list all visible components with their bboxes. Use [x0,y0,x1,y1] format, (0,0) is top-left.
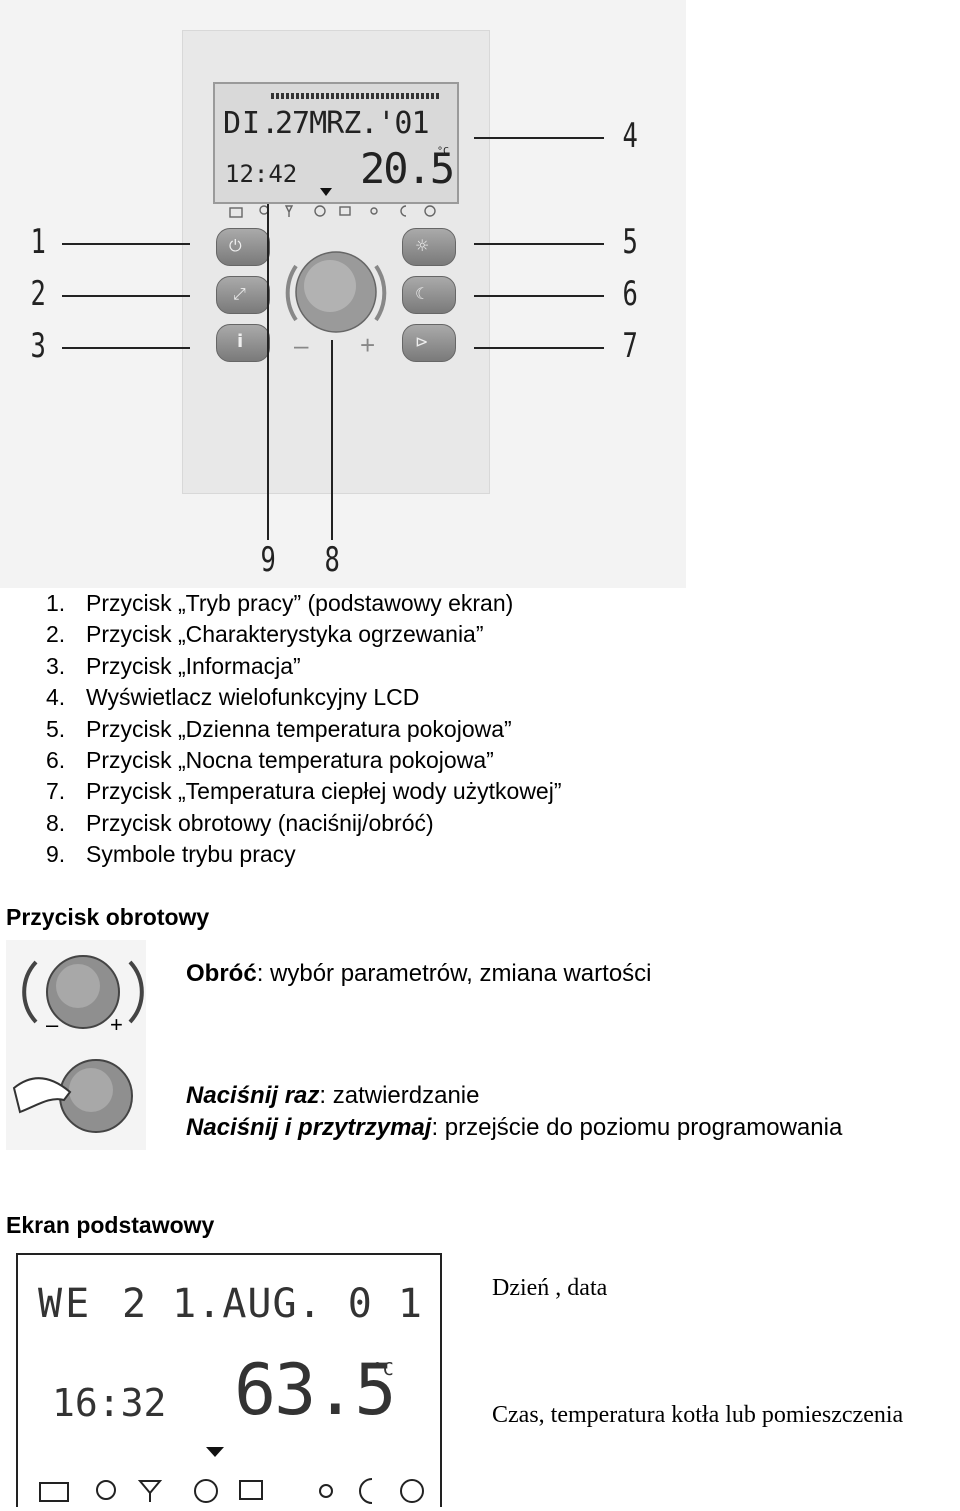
basic-lcd-date: 2 1.AUG. 0 1 [122,1281,423,1327]
lcd-date: 27MRZ.'01 [275,106,430,141]
party-icon [137,1480,163,1502]
rotary-heading: Przycisk obrotowy [6,904,210,930]
callout-7: 7 [622,326,638,366]
mode-button-icon: ⏻ [229,236,242,255]
callout-line-3 [62,347,190,349]
callout-1: 1 [30,222,46,262]
sun-icon [370,207,378,215]
basic-screen-heading: Ekran podstawowy [6,1212,215,1238]
hold-text: : przejście do poziomu programowania [431,1114,843,1141]
briefcase-icon [229,207,243,218]
power-icon [400,1479,424,1503]
basic-screen-lcd: WE 2 1.AUG. 0 1 16:32 63.5 °C [16,1253,442,1507]
hot-water-temp-button[interactable]: ⊳ [402,324,456,362]
callout-line-8 [331,340,333,540]
rotate-label: Obróć [186,960,257,987]
party-icon [284,205,294,217]
callout-line-4 [474,137,604,139]
callout-line-1 [62,243,190,245]
callout-line-9 [267,204,269,540]
hold-description: Naciśnij i przytrzymaj: przejście do poz… [186,1114,842,1142]
basic-lcd-temp: 63.5 [234,1349,397,1431]
callout-5: 5 [622,222,638,262]
briefcase-icon [39,1482,69,1502]
note-time-temp: Czas, temperatura kotła lub pomieszczeni… [492,1402,904,1428]
sun-thermometer-icon: ☼ [415,236,430,255]
press-dial-illustration [6,1040,146,1150]
legend-item: 6.Przycisk „Nocna temperatura pokojowa” [46,746,494,773]
basic-lcd-time: 16:32 [52,1381,167,1425]
moon-thermometer-icon: ☾ [415,284,430,303]
callout-line-5 [474,243,604,245]
rotary-dial[interactable] [278,236,394,346]
mode-button[interactable]: ⏻ [216,228,270,266]
callout-line-6 [474,295,604,297]
callout-line-2 [62,295,190,297]
legend-item: 4.Wyświetlacz wielofunkcyjny LCD [46,684,420,711]
lcd-day: DI. [223,106,281,141]
basic-lcd-pointer [206,1447,224,1457]
callout-4: 4 [622,116,638,156]
legend-item: 8.Przycisk obrotowy (naciśnij/obróć) [46,809,434,836]
device-photo: DI. 27MRZ.'01 12:42 20.5 °C ⏻ ⤢ i ☼ ☾ ⊳ [0,0,686,588]
dial-minus-label: – [294,330,309,360]
moon-icon [359,1478,373,1504]
legend-item: 3.Przycisk „Informacja” [46,652,301,679]
clock-icon [314,205,326,217]
clock-icon [194,1479,218,1503]
legend-item: 1.Przycisk „Tryb pracy” (podstawowy ekra… [46,590,514,616]
lcd-unit: °C [437,146,450,157]
lcd-time: 12:42 [225,160,298,188]
legend-item: 5.Przycisk „Dzienna temperatura pokojowa… [46,715,512,742]
night-temp-button[interactable]: ☾ [402,276,456,314]
callout-8: 8 [324,540,340,580]
info-icon: i [237,331,244,352]
rotate-description: Obróć: wybór parametrów, zmiana wartości [186,960,652,988]
legend-item: 9.Symbole trybu pracy [46,841,296,868]
moon-icon [400,205,407,217]
press-description: Naciśnij raz: zatwierdzanie [186,1082,479,1110]
callout-9: 9 [260,540,276,580]
hold-label: Naciśnij i przytrzymaj [186,1114,432,1141]
callout-3: 3 [30,326,46,366]
tap-icon [339,206,351,216]
legend-item: 7.Przycisk „Temperatura ciepłej wody uży… [46,778,562,805]
rotate-text: : wybór parametrów, zmiana wartości [256,960,652,987]
illustration-minus: – [46,1012,59,1037]
rotate-dial-illustration: – + [6,940,146,1040]
dial-plus-label: + [360,330,376,360]
lcd-bar-scale [271,93,441,99]
mode-symbols-strip [229,205,436,218]
legend-item: 2.Przycisk „Charakterystyka ogrzewania” [46,621,484,648]
day-temp-button[interactable]: ☼ [402,228,456,266]
legend-list: 1.Przycisk „Tryb pracy” (podstawowy ekra… [46,588,562,871]
power-icon [424,205,436,217]
basic-mode-symbols [39,1478,424,1504]
lcd-mode-pointer [320,188,332,196]
basic-lcd-unit: °C [372,1359,394,1380]
lcd-display: DI. 27MRZ.'01 12:42 20.5 °C [213,82,459,204]
info-button[interactable]: i [216,324,270,362]
illustration-plus: + [110,1012,123,1037]
press-label: Naciśnij raz [186,1082,320,1109]
tap-thermometer-icon: ⊳ [415,332,429,351]
callout-2: 2 [30,274,46,314]
callout-line-7 [474,347,604,349]
chart-icon: ⤢ [233,284,246,303]
heating-curve-button[interactable]: ⤢ [216,276,270,314]
tap-icon [239,1480,263,1500]
sun-icon [319,1484,333,1498]
note-day-date: Dzień , data [492,1275,608,1301]
lcd-temperature: 20.5 [360,144,455,193]
callout-6: 6 [622,274,638,314]
person-icon [96,1480,116,1500]
press-text: : zatwierdzanie [319,1082,480,1109]
basic-lcd-day: WE [38,1281,93,1327]
